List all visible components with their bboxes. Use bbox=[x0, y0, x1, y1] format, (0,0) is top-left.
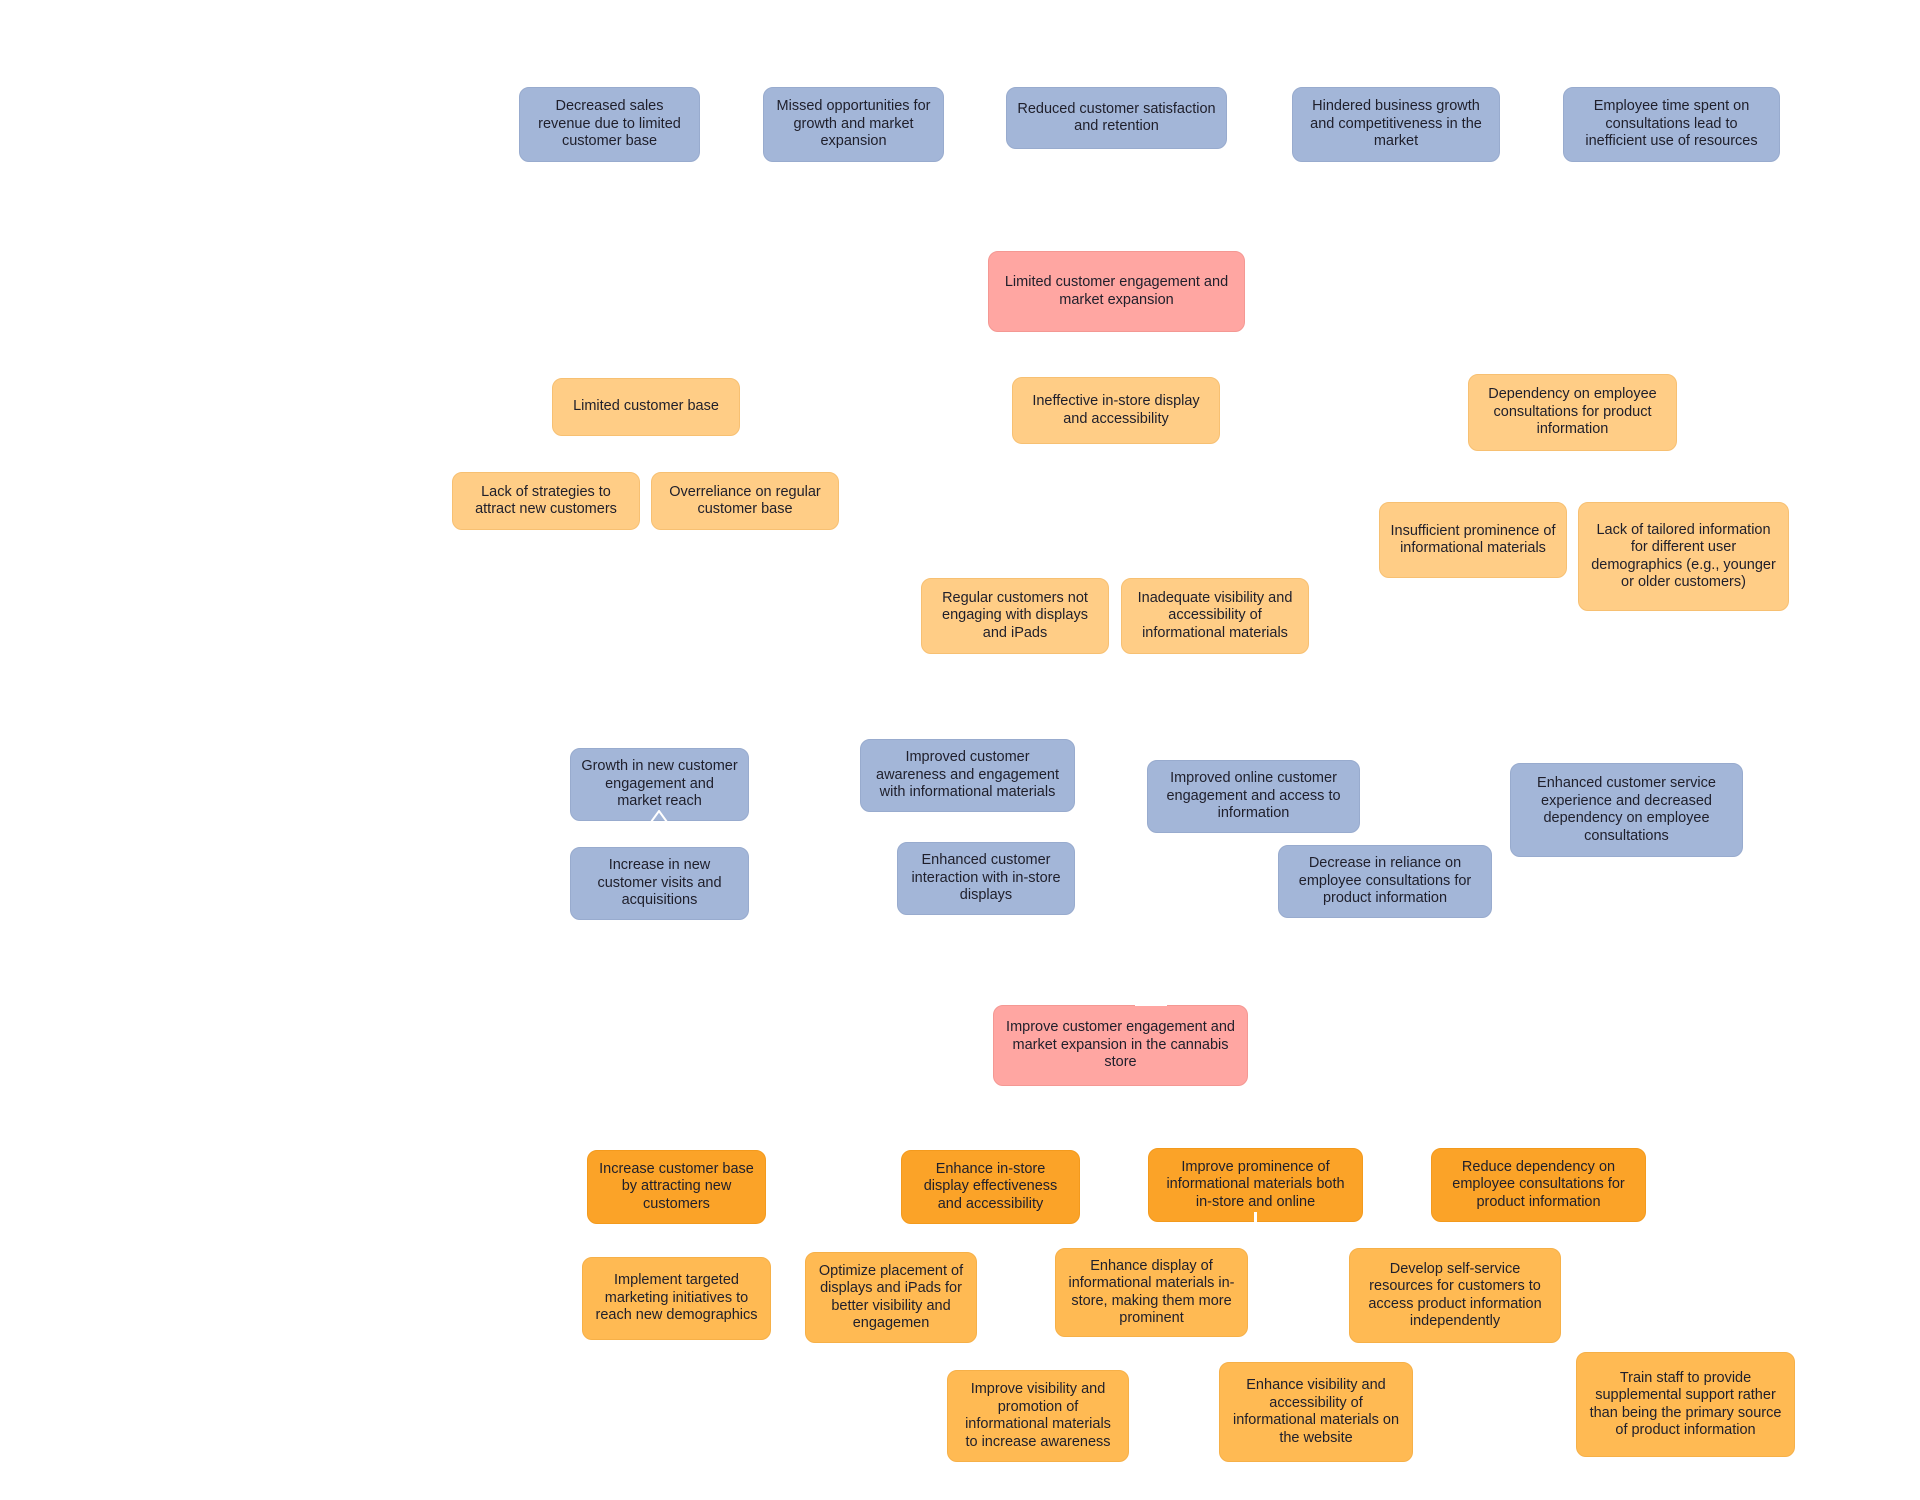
effect-decreased-sales[interactable]: Decreased sales revenue due to limited c… bbox=[519, 87, 700, 162]
action-optimize-placement[interactable]: Optimize placement of displays and iPads… bbox=[805, 1252, 977, 1343]
outcome-decrease-reliance[interactable]: Decrease in reliance on employee consult… bbox=[1278, 845, 1492, 918]
objective-reduce-dependency[interactable]: Reduce dependency on employee consultati… bbox=[1431, 1148, 1646, 1222]
cause-limited-customer-base[interactable]: Limited customer base bbox=[552, 378, 740, 436]
outcome-increase-visits[interactable]: Increase in new customer visits and acqu… bbox=[570, 847, 749, 920]
outcome-growth-new-engagement[interactable]: Growth in new customer engagement and ma… bbox=[570, 748, 749, 821]
effect-hindered-growth[interactable]: Hindered business growth and competitive… bbox=[1292, 87, 1500, 162]
action-improve-visibility[interactable]: Improve visibility and promotion of info… bbox=[947, 1370, 1129, 1462]
cause-insufficient-prominence[interactable]: Insufficient prominence of informational… bbox=[1379, 502, 1567, 578]
action-train-staff[interactable]: Train staff to provide supplemental supp… bbox=[1576, 1352, 1795, 1457]
outcome-enhanced-service[interactable]: Enhanced customer service experience and… bbox=[1510, 763, 1743, 857]
action-targeted-marketing[interactable]: Implement targeted marketing initiatives… bbox=[582, 1257, 771, 1340]
cause-dependency[interactable]: Dependency on employee consultations for… bbox=[1468, 374, 1677, 451]
cause-regular-not-engaging[interactable]: Regular customers not engaging with disp… bbox=[921, 578, 1109, 654]
cause-lack-tailored[interactable]: Lack of tailored information for differe… bbox=[1578, 502, 1789, 611]
cause-overreliance[interactable]: Overreliance on regular customer base bbox=[651, 472, 839, 530]
effect-missed-opportunities[interactable]: Missed opportunities for growth and mark… bbox=[763, 87, 944, 162]
objective-enhance-display[interactable]: Enhance in-store display effectiveness a… bbox=[901, 1150, 1080, 1224]
outcome-improved-awareness[interactable]: Improved customer awareness and engageme… bbox=[860, 739, 1075, 812]
effect-reduced-satisfaction[interactable]: Reduced customer satisfaction and retent… bbox=[1006, 87, 1227, 149]
core-objective[interactable]: Improve customer engagement and market e… bbox=[993, 1005, 1248, 1086]
core-problem[interactable]: Limited customer engagement and market e… bbox=[988, 251, 1245, 332]
objective-increase-base[interactable]: Increase customer base by attracting new… bbox=[587, 1150, 766, 1224]
action-website-visibility[interactable]: Enhance visibility and accessibility of … bbox=[1219, 1362, 1413, 1462]
outcome-improved-online[interactable]: Improved online customer engagement and … bbox=[1147, 760, 1360, 833]
objective-improve-prominence[interactable]: Improve prominence of informational mate… bbox=[1148, 1148, 1363, 1222]
outcome-enhanced-interaction[interactable]: Enhanced customer interaction with in-st… bbox=[897, 842, 1075, 915]
cause-lack-of-strategies[interactable]: Lack of strategies to attract new custom… bbox=[452, 472, 640, 530]
connector-tick bbox=[1254, 1212, 1257, 1224]
effect-employee-time[interactable]: Employee time spent on consultations lea… bbox=[1563, 87, 1780, 162]
action-self-service[interactable]: Develop self-service resources for custo… bbox=[1349, 1248, 1561, 1343]
cause-ineffective-display[interactable]: Ineffective in-store display and accessi… bbox=[1012, 377, 1220, 444]
action-enhance-display-materials[interactable]: Enhance display of informational materia… bbox=[1055, 1248, 1248, 1337]
connector-notch bbox=[1135, 1001, 1167, 1006]
cause-inadequate-visibility[interactable]: Inadequate visibility and accessibility … bbox=[1121, 578, 1309, 654]
connector-arrow-icon bbox=[649, 810, 669, 823]
